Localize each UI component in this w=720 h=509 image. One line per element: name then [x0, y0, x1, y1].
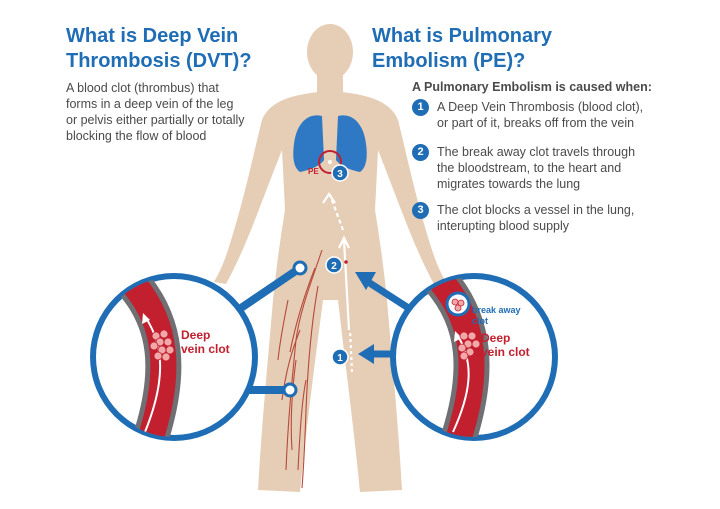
dvt-title-line2: Thrombosis (DVT)? [66, 50, 252, 72]
pe-clot-dot [328, 160, 332, 164]
pe-title: What is Pulmonary Embolism (PE)? [372, 24, 552, 74]
step-number-badge: 2 [412, 144, 429, 161]
break-away-label-line2: clot [472, 316, 488, 326]
step-text: The clot blocks a vessel in the lung, in… [437, 202, 634, 234]
right-clot-cluster [457, 331, 481, 361]
path-marker-1: 1 [331, 348, 349, 366]
svg-text:1: 1 [337, 353, 343, 364]
step-text-line: The break away clot travels through [437, 145, 636, 159]
step-text-line: migrates towards the lung [437, 177, 581, 191]
dvt-description-line: blocking the flow of blood [66, 129, 207, 143]
path-marker-2: 2 [325, 256, 343, 274]
left-inset-label-line2: vein clot [181, 342, 230, 356]
pe-title-line2: Embolism (PE)? [372, 50, 526, 72]
connector-dot-calf [282, 382, 298, 398]
dvt-title: What is Deep Vein Thrombosis (DVT)? [66, 24, 252, 74]
path-clot-dot [344, 260, 348, 264]
step-number-badge: 1 [412, 99, 429, 116]
pe-target-ring [318, 150, 342, 174]
step-text-line: or part of it, breaks off from the vein [437, 116, 635, 130]
step-text-line: The clot blocks a vessel in the lung, [437, 203, 635, 217]
step-number-badge: 3 [412, 202, 429, 219]
dvt-description-line: or pelvis either partially or totally [66, 113, 245, 127]
dvt-title-line1: What is Deep Vein [66, 25, 239, 47]
dvt-description: A blood clot (thrombus) that forms in a … [66, 80, 245, 144]
lungs [293, 115, 367, 172]
left-clot-cluster [149, 329, 175, 362]
path-marker-3: 3 [331, 164, 349, 182]
break-away-clot [451, 298, 465, 312]
right-inset-label-line2: vein clot [481, 345, 530, 359]
step-text-line: the bloodstream, to the heart and [437, 161, 622, 175]
right-inset [390, 273, 558, 441]
connector-dot-thigh [292, 260, 308, 276]
svg-text:3: 3 [337, 169, 343, 180]
svg-text:2: 2 [331, 261, 337, 272]
right-inset-label-line1: Deep [481, 331, 510, 345]
pe-subheading: A Pulmonary Embolism is caused when: [412, 80, 652, 94]
pe-step-2: 2 The break away clot travels through th… [412, 144, 635, 192]
pe-step-3: 3 The clot blocks a vessel in the lung, … [412, 202, 634, 234]
step-text-line: interupting blood supply [437, 219, 570, 233]
step-text: A Deep Vein Thrombosis (blood clot), or … [437, 99, 643, 131]
dvt-description-line: A blood clot (thrombus) that [66, 81, 219, 95]
lung-pe-label: PE [308, 167, 319, 176]
dvt-description-line: forms in a deep vein of the leg [66, 97, 234, 111]
left-inset-label-line1: Deep [181, 328, 210, 342]
break-away-label-line1: break away [472, 305, 521, 315]
pe-title-line1: What is Pulmonary [372, 25, 553, 47]
step-text: The break away clot travels through the … [437, 144, 635, 192]
step-text-line: A Deep Vein Thrombosis (blood clot), [437, 100, 644, 114]
clot-path-arrow [322, 192, 354, 373]
left-inset [90, 273, 258, 441]
pe-step-1: 1 A Deep Vein Thrombosis (blood clot), o… [412, 99, 643, 131]
